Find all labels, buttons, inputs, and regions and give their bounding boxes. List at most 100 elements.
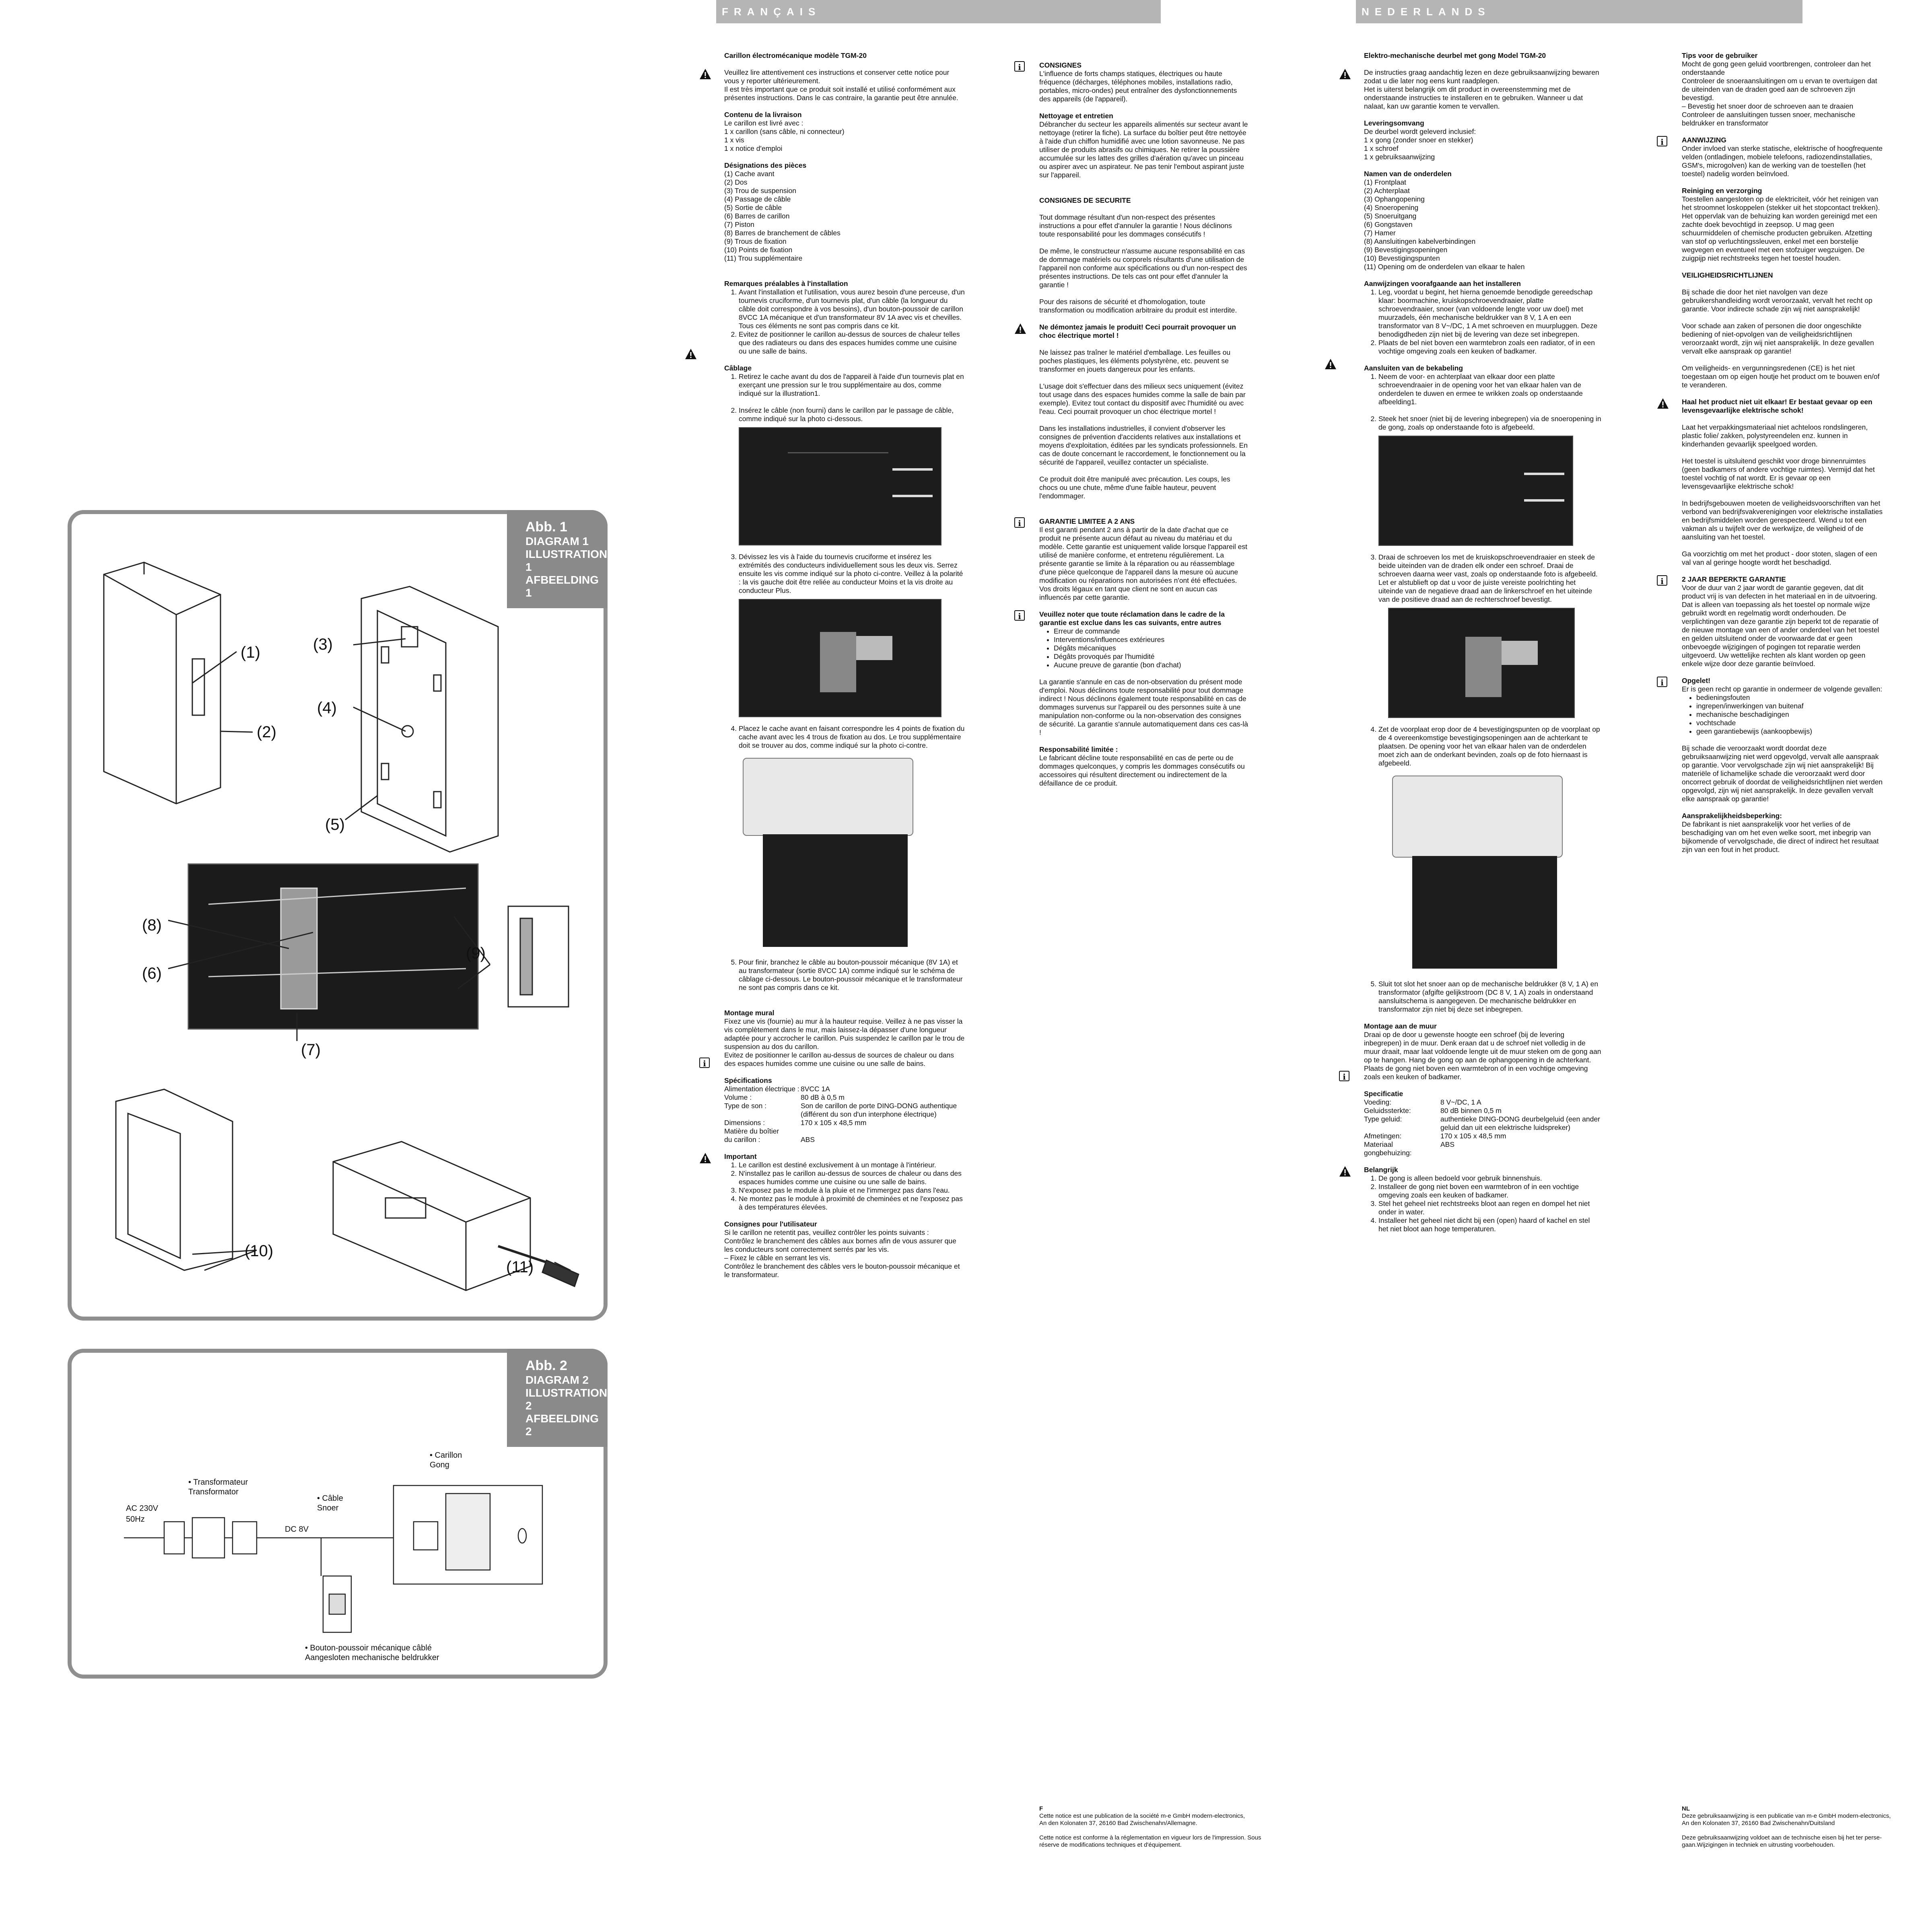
- info-icon: i: [1339, 1071, 1349, 1082]
- fr-demontez-4: Ce produit doit être manipulé avec préca…: [1039, 475, 1230, 500]
- fr-consignes-heading: CONSIGNES: [1039, 61, 1082, 69]
- nl-opgelet: Er is geen recht op garantie in ondermee…: [1682, 685, 1883, 693]
- nl-aanwijzing: Onder invloed van sterke statische, elek…: [1682, 144, 1883, 178]
- nl-reinig: Toestellen aangesloten op de elektricite…: [1682, 195, 1880, 262]
- fr-important-4: Ne montez pas le module à proximité de c…: [739, 1195, 966, 1212]
- warning-icon: [1015, 323, 1026, 334]
- fr-important-1: Le carillon est destiné exclusivement à …: [739, 1161, 966, 1169]
- nl-veilig-heading: VEILIGHEIDSRICHTLIJNEN: [1682, 271, 1773, 279]
- nl-aansl-2: Steek het snoer (niet bij de levering in…: [1378, 415, 1601, 432]
- nl-namen-list: (1) Frontplaat(2) Achterplaat(3) Ophango…: [1364, 178, 1525, 271]
- info-icon: i: [1657, 677, 1667, 687]
- cable-label: • Câble Snoer: [317, 1494, 343, 1512]
- fr-title: Carillon électromécanique modèle TGM-20: [724, 51, 867, 60]
- nl-footer: NL Deze gebruiksaanwijzing is een public…: [1682, 1805, 1891, 1848]
- label-7: (7): [301, 1041, 321, 1059]
- nl-aansl-1: Neem de voor- en achterplaat van elkaar …: [1378, 372, 1601, 406]
- hz-label: 50Hz: [126, 1515, 145, 1524]
- photo-cable-insert: [739, 427, 941, 545]
- nl-haal-1: Laat het verpakkingsmateriaal niet achte…: [1682, 423, 1868, 448]
- nl-aanw-2: Plaats de bel niet boven een warmtebron …: [1378, 339, 1601, 356]
- warning-icon: [1339, 1166, 1351, 1177]
- fr-securite-1: Tout dommage résultant d'un non-respect …: [1039, 213, 1232, 238]
- fr-important-3: N'exposez pas le module à la pluie et ne…: [739, 1186, 966, 1195]
- nl-aanw-1: Leg, voordat u begint, het hierna genoem…: [1378, 288, 1601, 339]
- nl-aanw-heading: Aanwijzingen voorafgaande aan het instal…: [1364, 280, 1521, 288]
- fr-footer: F Cette notice est une publication de la…: [1039, 1805, 1261, 1848]
- fr-demontez-2: L'usage doit s'effectuer dans des milieu…: [1039, 382, 1246, 416]
- info-icon: i: [1657, 136, 1667, 147]
- nl-haal-2: Het toestel is uitsluitend geschikt voor…: [1682, 457, 1875, 490]
- fr-resp: Le fabricant décline toute responsabilit…: [1039, 754, 1245, 787]
- fr-reclam-4: Dégâts provoqués par l'humidité: [1054, 652, 1248, 661]
- label-3: (3): [313, 636, 333, 653]
- wiring-diagram: [124, 1485, 543, 1633]
- nl-belang-heading: Belangrijk: [1364, 1166, 1398, 1174]
- nl-opgelet-item-1: bedieningsfouten: [1696, 693, 1883, 702]
- nl-title: Elektro-mechanische deurbel met gong Mod…: [1364, 51, 1546, 60]
- nl-tips-heading: Tips voor de gebruiker: [1682, 51, 1758, 60]
- fr-contenu-heading: Contenu de la livraison: [724, 111, 802, 119]
- lang-bar-fr: FRANÇAIS: [716, 0, 1161, 23]
- nl-column-2: Tips voor de gebruiker Mocht de gong gee…: [1657, 51, 1883, 862]
- nl-garantie: Voor de duur van 2 jaar wordt de garanti…: [1682, 584, 1879, 668]
- label-10: (10): [245, 1242, 274, 1260]
- nl-aanspr-heading: Aansprakelijkheidsbeperking:: [1682, 812, 1782, 820]
- fr-resp-heading: Responsabilité limitée :: [1039, 745, 1118, 753]
- figure-2-panel: Abb. 2 DIAGRAM 2 ILLUSTRATION 2 AFBEELDI…: [68, 1349, 608, 1679]
- fr-reclam-3: Dégâts mécaniques: [1054, 644, 1248, 652]
- fr-demontez-heading: Ne démontez jamais le produit! Ceci pour…: [1039, 323, 1236, 339]
- fr-garantie: Il est garanti pendant 2 ans à partir de…: [1039, 526, 1247, 601]
- nl-namen-heading: Namen van de onderdelen: [1364, 170, 1452, 178]
- nl-opgelet-2: Bij schade die veroorzaakt wordt doordat…: [1682, 744, 1883, 803]
- warning-icon: [1339, 69, 1351, 79]
- fr-cablage-3: Dévissez les vis à l'aide du tournevis c…: [739, 553, 966, 595]
- fr-nettoyage-heading: Nettoyage et entretien: [1039, 112, 1113, 120]
- transformer-label: • Transformateur Transformator: [188, 1478, 248, 1496]
- photo-front-cover-nl: [1388, 772, 1565, 973]
- fr-consignes-util-heading: Consignes pour l'utilisateur: [724, 1220, 817, 1228]
- info-icon: i: [1014, 610, 1025, 621]
- warning-icon: [700, 69, 711, 79]
- label-8: (8): [142, 916, 162, 934]
- nl-opgelet-item-3: mechanische beschadigingen: [1696, 710, 1883, 719]
- warning-icon: [1325, 359, 1336, 369]
- nl-belang-1: De gong is alleen bedoeld voor gebruik b…: [1378, 1174, 1601, 1183]
- label-11: (11): [506, 1258, 534, 1276]
- fr-column-1: Carillon électromécanique modèle TGM-20 …: [685, 51, 966, 1288]
- photo-screw-terminals-nl: [1388, 608, 1575, 718]
- nl-veilig-3: Om veiligheids- en vergunningsredenen (C…: [1682, 364, 1880, 389]
- nl-aansl-3: Draai de schroeven los met de kruiskopsc…: [1378, 553, 1601, 604]
- fr-designations-heading: Désignations des pièces: [724, 161, 807, 169]
- nl-spec-table: Voeding:8 V~/DC, 1 A Geluidssterkte:80 d…: [1364, 1098, 1600, 1157]
- fr-consignes-util: Si le carillon ne retentit pas, veuillez…: [724, 1228, 960, 1279]
- fr-cablage-2: Insérez le câble (non fourni) dans le ca…: [739, 406, 966, 423]
- nl-belang-3: Stel het geheel niet rechtstreeks bloot …: [1378, 1200, 1601, 1216]
- fr-specs-table: Alimentation électrique :8VCC 1A Volume …: [724, 1085, 957, 1144]
- fr-remarque-1: Avant l'installation et l'utilisation, v…: [739, 288, 966, 330]
- fr-securite-heading: CONSIGNES DE SECURITE: [1039, 196, 1131, 204]
- label-9: (9): [466, 944, 486, 962]
- nl-aanspr: De fabrikant is niet aansprakelijk voor …: [1682, 820, 1879, 854]
- nl-lever: De deurbel wordt geleverd inclusief: 1 x…: [1364, 128, 1476, 161]
- nl-opgelet-item-5: geen garantiebewijs (aankoopbewijs): [1696, 727, 1883, 736]
- nl-belang-4: Installeer het geheel niet dicht bij een…: [1378, 1216, 1601, 1233]
- fr-designations-list: (1) Cache avant(2) Dos(3) Trou de suspen…: [724, 170, 840, 262]
- fr-remarque-2: Evitez de positionner le carillon au-des…: [739, 330, 966, 356]
- figure-1-tag: Abb. 1 DIAGRAM 1 ILLUSTRATION 1 AFBEELDI…: [507, 510, 608, 608]
- nl-muur: Draai op de door u gewenste hoogte een s…: [1364, 1031, 1601, 1081]
- nl-muur-heading: Montage aan de muur: [1364, 1022, 1437, 1030]
- fr-demontez-1: Ne laissez pas traîner le matériel d'emb…: [1039, 348, 1231, 373]
- figure-1-panel: Abb. 1 DIAGRAM 1 ILLUSTRATION 1 AFBEELDI…: [68, 510, 608, 1321]
- fr-cablage-heading: Câblage: [724, 364, 752, 372]
- label-2: (2): [257, 723, 276, 741]
- ac-label: AC 230V: [126, 1504, 159, 1513]
- label-1: (1): [241, 644, 260, 661]
- nl-garantie-heading: 2 JAAR BEPERKTE GARANTIE: [1682, 575, 1786, 583]
- fr-reclam-heading: Veuillez noter que toute réclamation dan…: [1039, 610, 1225, 627]
- nl-aansl-5: Sluit tot slot het snoer aan op de mecha…: [1378, 980, 1601, 1014]
- dc-label: DC 8V: [285, 1525, 309, 1534]
- fr-contenu: Le carillon est livré avec : 1 x carillo…: [724, 119, 845, 152]
- fr-column-2: i CONSIGNES L'influence de forts champs …: [1014, 61, 1248, 796]
- nl-aansl-4: Zet de voorplaat erop door de 4 bevestig…: [1378, 725, 1601, 767]
